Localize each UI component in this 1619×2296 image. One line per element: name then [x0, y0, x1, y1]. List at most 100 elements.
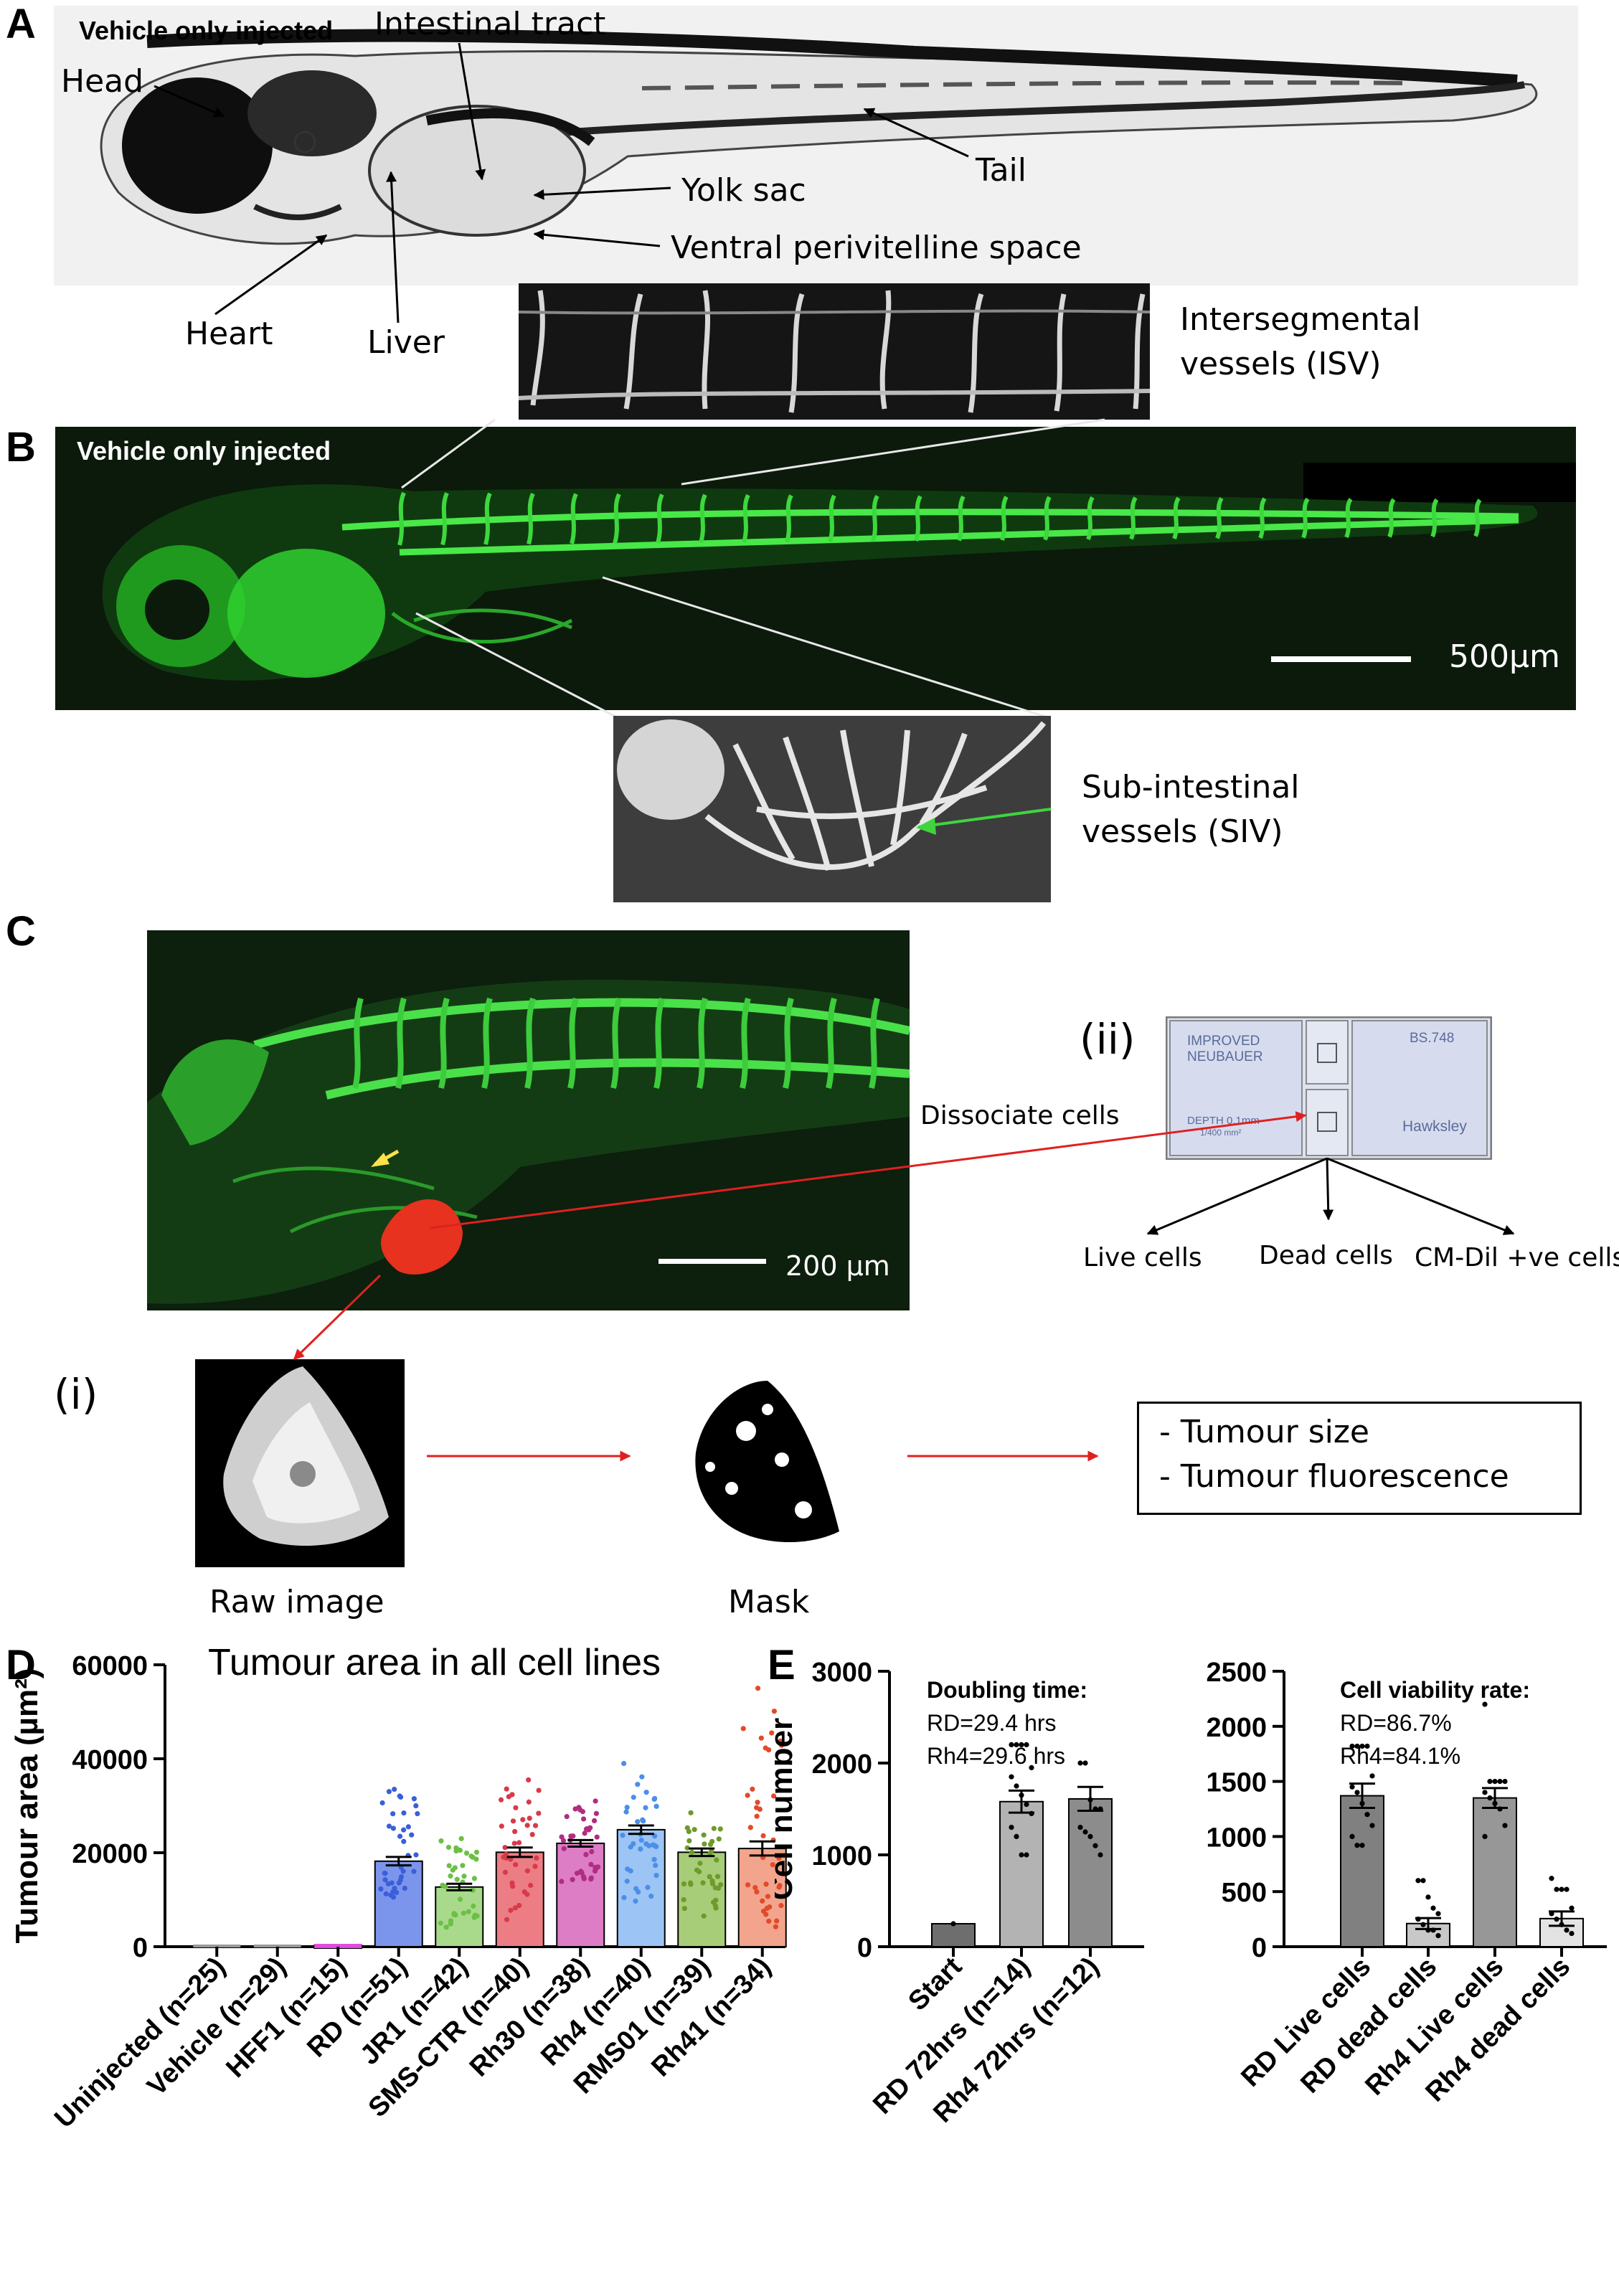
chart-e2-point — [1354, 1790, 1360, 1795]
isv-vessel-c — [481, 997, 493, 1089]
chart-d-point — [621, 1760, 627, 1767]
chart-d-point — [379, 1800, 385, 1806]
chart-d-point — [758, 1735, 764, 1741]
chart-d-point — [413, 1852, 419, 1858]
chart-e1-point — [1024, 1802, 1029, 1808]
outcome-cmdil-cells: CM-Dil +ve cells — [1415, 1243, 1619, 1272]
chart-d-point — [534, 1855, 539, 1861]
chart-d-point — [526, 1777, 532, 1783]
panel-d-letter: D — [6, 1642, 36, 1688]
chart-e1-point — [950, 1921, 956, 1927]
chart-d-point — [390, 1825, 397, 1831]
isv-vessel-b — [527, 492, 535, 545]
chart-e2-point — [1497, 1779, 1503, 1785]
isv-vessel-c — [352, 997, 364, 1089]
isv-vessel-b — [1473, 499, 1482, 537]
chart-d-point — [770, 1862, 775, 1868]
raw-tumour-image — [195, 1359, 405, 1567]
chart-d-point — [438, 1920, 443, 1926]
chart-d-point — [747, 1825, 753, 1830]
isv-vessel-b — [742, 493, 750, 543]
chart-d-ytick-label: 60000 — [72, 1651, 148, 1681]
chart-e1-point — [1014, 1833, 1019, 1839]
chart-d-point — [460, 1863, 466, 1869]
larva-fluorescence-image — [55, 427, 1576, 710]
chart-d-point — [717, 1826, 723, 1832]
isv-vessel-c — [697, 997, 708, 1089]
chart-d-point — [766, 1918, 772, 1924]
chart-d-point — [473, 1856, 479, 1862]
chart-e1-point — [1092, 1843, 1098, 1848]
chart-d-title: Tumour area in all cell lines — [208, 1642, 661, 1683]
chart-d-point — [776, 1855, 782, 1861]
chart-d-point — [709, 1838, 715, 1844]
chart-d-point — [593, 1798, 598, 1804]
chart-d-point — [510, 1884, 516, 1889]
chart-d-point — [390, 1811, 396, 1817]
chart-d-point — [635, 1819, 641, 1825]
chart-d-point — [755, 1800, 760, 1805]
chart-d-point — [745, 1792, 750, 1798]
chart-d-point — [471, 1876, 478, 1881]
chart-d-point — [564, 1813, 570, 1820]
chart-d-point — [763, 1912, 769, 1917]
chart-d-point — [568, 1833, 574, 1839]
siv-inset-image — [613, 716, 1051, 902]
chart-e1-annotation: Doubling time: — [927, 1677, 1087, 1703]
isv-vessel-c — [438, 997, 450, 1089]
chart-d-point — [745, 1882, 751, 1888]
isv-vessel-b — [570, 493, 578, 544]
chart-e2-point — [1487, 1795, 1493, 1801]
chart-e1-point — [1077, 1825, 1083, 1830]
chart-e2-point — [1354, 1743, 1360, 1749]
chart-d-point — [774, 1918, 780, 1924]
chart-d-point — [639, 1774, 645, 1780]
label-head: Head — [61, 63, 144, 100]
isv-vessel-c — [395, 997, 407, 1089]
chart-d-point — [700, 1880, 706, 1886]
chart-e2-ytick-label: 0 — [1252, 1933, 1267, 1963]
chart-d-point — [498, 1797, 504, 1803]
panel-c-letter: C — [6, 908, 36, 955]
isv-vessel-c — [869, 997, 880, 1089]
subpanel-ii-label: (ii) — [1080, 1015, 1136, 1064]
chart-e1-ytick-label: 3000 — [811, 1658, 872, 1688]
chart-d-point — [502, 1869, 509, 1875]
chart-d-point — [405, 1824, 411, 1830]
chart-d-point — [524, 1868, 530, 1874]
isv-vessel-b — [483, 492, 492, 545]
isv-vessel-b — [440, 492, 449, 546]
panel-a-arrows — [154, 42, 969, 323]
chart-e1-point — [1098, 1852, 1103, 1858]
chart-d-ytick-label: 0 — [133, 1933, 148, 1963]
chart-d-point — [511, 1841, 517, 1846]
isv-vessel-b — [871, 494, 879, 542]
chart-e2-bar — [1473, 1797, 1517, 1947]
siv-label-line1: Sub-intestinal — [1082, 769, 1300, 806]
chart-e2-point — [1492, 1779, 1498, 1785]
isv-vessel-b — [1430, 498, 1439, 538]
chart-e2-ytick-label: 2000 — [1206, 1713, 1267, 1743]
outcome-live-cells: Live cells — [1083, 1243, 1202, 1272]
isv-inset-image — [519, 283, 1150, 420]
chart-e2-ytick-label: 500 — [1222, 1878, 1267, 1908]
chart-d-point — [593, 1810, 600, 1816]
hemocytometer-area: 1/400 mm² — [1200, 1128, 1241, 1138]
panel-c-arrows — [293, 1111, 1515, 1462]
chart-d-point — [760, 1898, 765, 1904]
chart-d-point — [502, 1845, 508, 1851]
chart-d-point — [580, 1816, 587, 1822]
chart-d-point — [411, 1796, 417, 1802]
chart-d-point — [621, 1895, 627, 1901]
chart-d-point — [636, 1889, 641, 1895]
chart-d-point — [595, 1864, 601, 1870]
chart-d-point — [684, 1845, 690, 1851]
chart-e2-point — [1359, 1843, 1365, 1848]
chart-d-point — [653, 1843, 659, 1850]
chart-d-point — [392, 1886, 397, 1891]
chart-e2-point — [1564, 1886, 1570, 1892]
chart-d-point — [471, 1903, 476, 1909]
subpanel-i-label: (i) — [54, 1370, 98, 1419]
isv-vessel-b — [1258, 497, 1267, 539]
chart-e1-point — [1082, 1760, 1088, 1766]
